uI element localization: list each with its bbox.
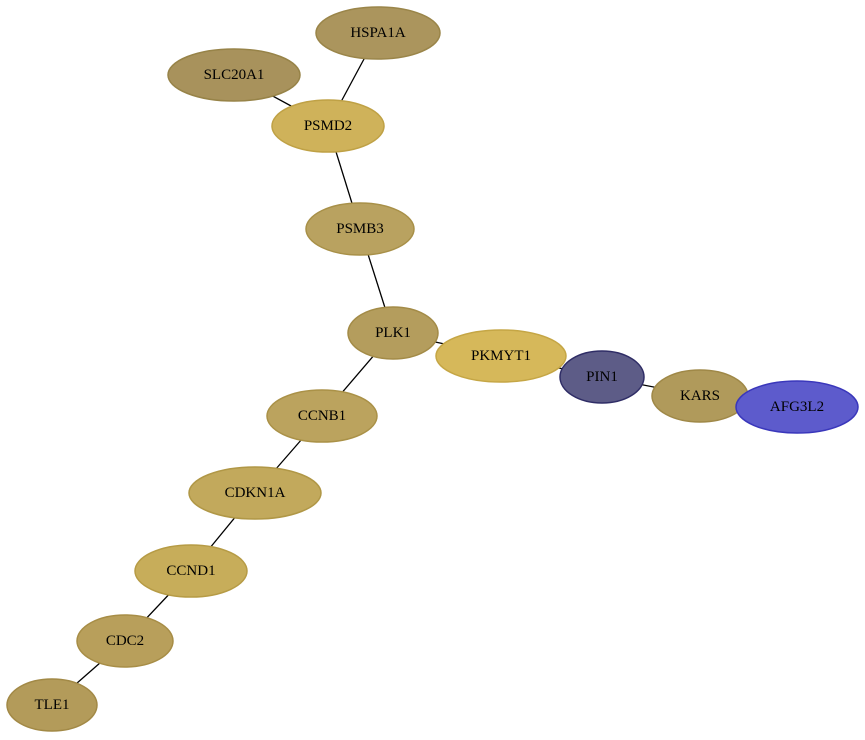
edges-layer (51, 32, 798, 706)
node-pin1[interactable]: PIN1 (559, 350, 645, 404)
node-cdkn1a[interactable]: CDKN1A (188, 466, 322, 520)
node-label: SLC20A1 (204, 67, 265, 83)
node-label: KARS (680, 388, 720, 404)
node-psmb3[interactable]: PSMB3 (305, 202, 415, 256)
node-kars[interactable]: KARS (651, 369, 749, 423)
node-ccnb1[interactable]: CCNB1 (266, 389, 378, 443)
node-cdc2[interactable]: CDC2 (76, 614, 174, 668)
node-ellipse (188, 466, 322, 520)
node-slc20a1[interactable]: SLC20A1 (167, 48, 301, 102)
node-tle1[interactable]: TLE1 (6, 678, 98, 732)
node-ccnd1[interactable]: CCND1 (134, 544, 248, 598)
node-afg3l2[interactable]: AFG3L2 (735, 380, 859, 434)
node-label: PSMD2 (304, 118, 352, 134)
node-ellipse (6, 678, 98, 732)
node-ellipse (134, 544, 248, 598)
node-ellipse (266, 389, 378, 443)
node-pkmyt1[interactable]: PKMYT1 (435, 329, 567, 383)
node-label: CCNB1 (298, 408, 346, 424)
node-ellipse (167, 48, 301, 102)
nodes-layer: HSPA1A SLC20A1PSMD2PSMB3PLK1PKMYT1PIN1KAR… (6, 6, 859, 732)
node-label: HSPA1A (350, 25, 405, 41)
node-label: CCND1 (166, 563, 215, 579)
node-ellipse (559, 350, 645, 404)
node-label: CDC2 (106, 633, 144, 649)
node-label: PLK1 (375, 325, 411, 341)
node-label: CDKN1A (225, 485, 286, 501)
node-ellipse (305, 202, 415, 256)
node-label: PKMYT1 (471, 348, 531, 364)
node-psmd2[interactable]: PSMD2 (271, 99, 385, 153)
node-label: PSMB3 (336, 221, 384, 237)
node-ellipse (76, 614, 174, 668)
node-label: PIN1 (586, 369, 618, 385)
node-label: AFG3L2 (770, 399, 824, 415)
node-ellipse (271, 99, 385, 153)
node-ellipse (435, 329, 567, 383)
node-hspa1a[interactable]: HSPA1A (315, 6, 441, 60)
node-plk1[interactable]: PLK1 (347, 306, 439, 360)
node-label: TLE1 (35, 697, 70, 713)
node-ellipse (315, 6, 441, 60)
node-ellipse (347, 306, 439, 360)
node-ellipse (735, 380, 859, 434)
